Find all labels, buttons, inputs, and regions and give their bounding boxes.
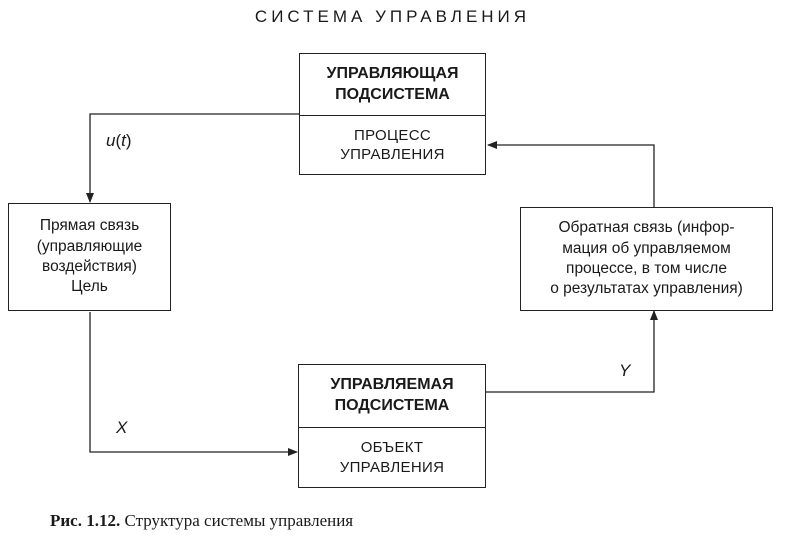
control-subsystem-heading: УПРАВЛЯЮЩАЯ ПОДСИСТЕМА — [299, 53, 486, 116]
feedback-box: Обратная связь (инфор- мация об управляе… — [520, 207, 773, 311]
signal-u-paren-close: ) — [125, 131, 132, 150]
feedback-line3: процессе, в том числе — [566, 260, 727, 277]
control-subsystem-body: ПРОЦЕСС УПРАВЛЕНИЯ — [299, 115, 486, 175]
signal-u-arg: t — [121, 131, 126, 150]
controlled-subsystem-body-line2: УПРАВЛЕНИЯ — [339, 458, 445, 476]
controlled-subsystem-heading-line2: ПОДСИСТЕМА — [334, 397, 450, 414]
arrow-feedback-to-control — [487, 141, 655, 207]
caption-number: Рис. 1.12. — [50, 511, 121, 530]
controlled-subsystem-body: ОБЪЕКТ УПРАВЛЕНИЯ — [298, 427, 486, 488]
arrow-object-to-feedback — [486, 310, 658, 393]
direct-link-line4: Цель — [71, 278, 108, 296]
controlled-subsystem-heading-line1: УПРАВЛЯЕМАЯ — [330, 376, 454, 394]
signal-y-label: Y — [619, 361, 631, 380]
feedback-line2: мация об управляемом — [562, 239, 731, 257]
controlled-subsystem-heading: УПРАВЛЯЕМАЯ ПОДСИСТЕМА — [298, 364, 486, 428]
feedback-line1: Обратная связь (инфор- — [558, 219, 735, 237]
signal-x-label: X — [116, 418, 128, 437]
control-subsystem-heading-line2: ПОДСИСТЕМА — [335, 85, 450, 103]
direct-link-line1: Прямая связь — [39, 217, 140, 235]
arrow-direct-to-object — [89, 312, 298, 456]
controlled-subsystem-body-line1: ОБЪЕКТ — [360, 439, 424, 456]
signal-u-paren-open: ( — [115, 131, 122, 150]
direct-link-box: Прямая связь (управляющие воздействия) Ц… — [8, 203, 171, 311]
signal-u-label: u(t) — [106, 131, 132, 151]
arrow-control-to-direct — [86, 113, 299, 203]
diagram-title: СИСТЕМА УПРАВЛЕНИЯ — [254, 7, 531, 26]
signal-u-var: u — [106, 131, 116, 150]
feedback-line4: о результатах управления) — [550, 280, 743, 298]
control-subsystem-heading-line1: УПРАВЛЯЮЩАЯ — [326, 64, 459, 82]
control-subsystem-body-line2: УПРАВЛЕНИЯ — [340, 146, 445, 163]
direct-link-line3: воздействия) — [42, 258, 137, 275]
figure-caption: Рис. 1.12. Структура системы управления — [50, 511, 353, 531]
direct-link-line2: (управляющие — [36, 237, 143, 255]
caption-text: Структура системы управления — [124, 511, 354, 530]
control-subsystem-body-line1: ПРОЦЕСС — [353, 126, 431, 144]
